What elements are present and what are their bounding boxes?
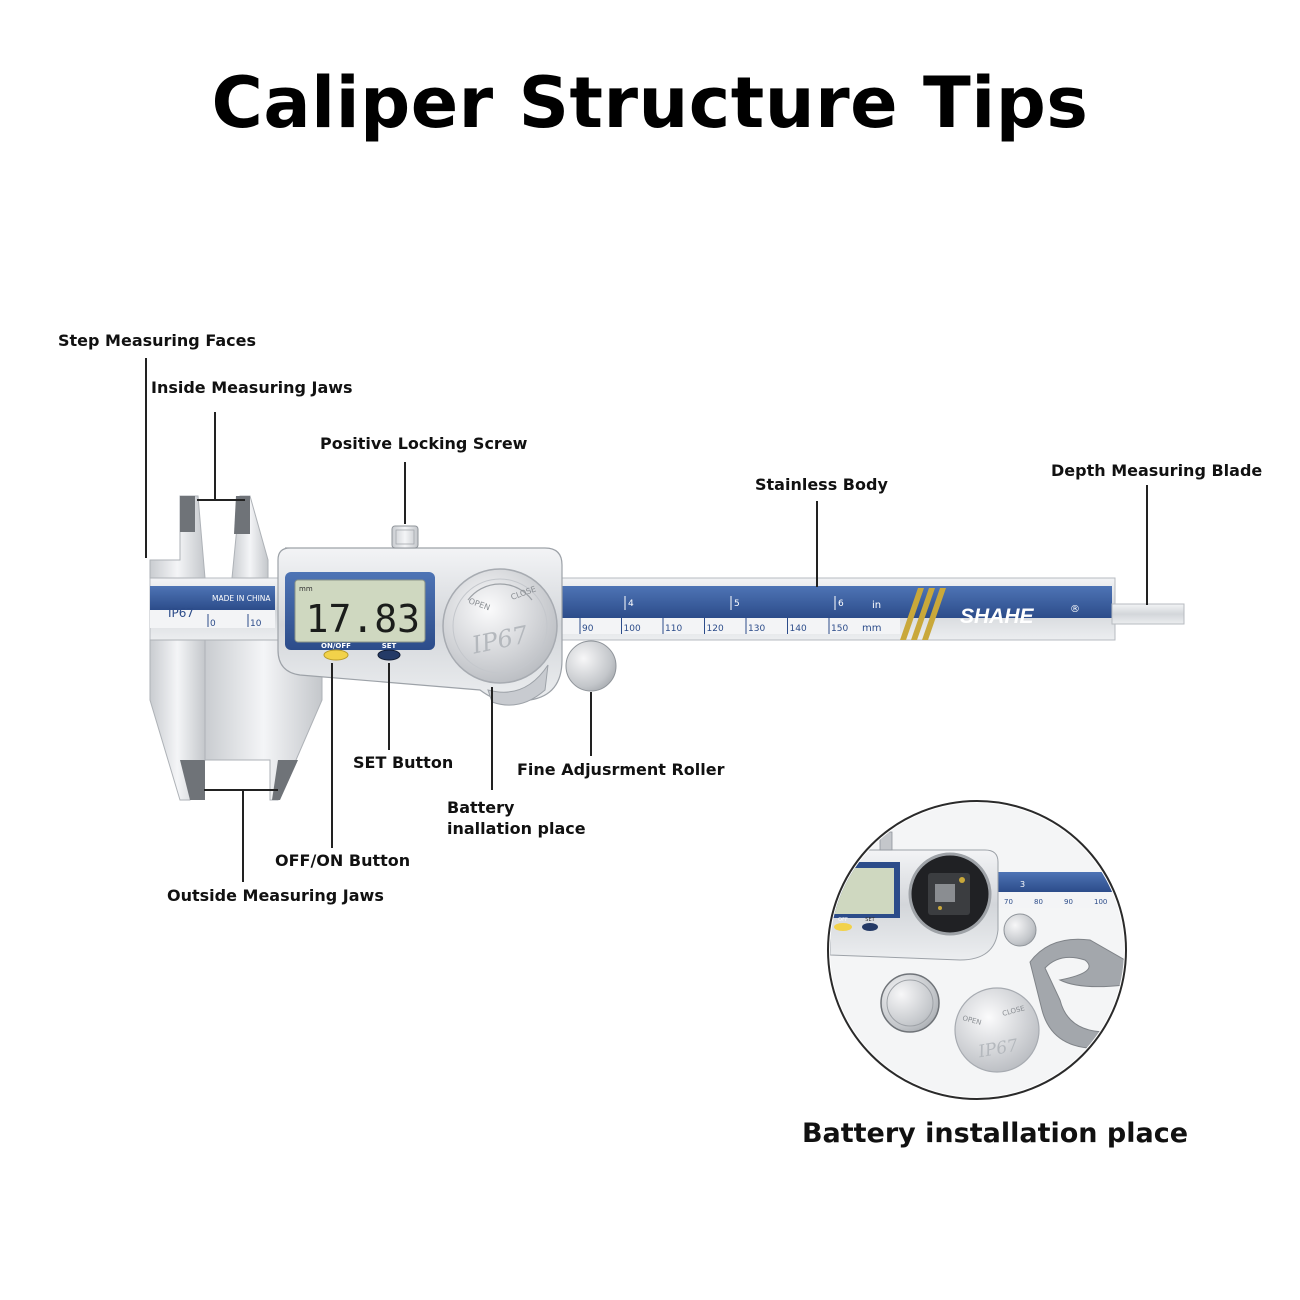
inset-onoff-label: OFF bbox=[838, 917, 848, 923]
line-outside-jaws bbox=[242, 790, 244, 882]
inch-number: 4 bbox=[628, 599, 634, 609]
inset-scale-number: 80 bbox=[1034, 898, 1043, 906]
depth-blade bbox=[1111, 603, 1185, 625]
inset-scale-number: 90 bbox=[1064, 898, 1073, 906]
inset-set-label: SET bbox=[865, 917, 875, 923]
scale-number: 140 bbox=[790, 624, 807, 634]
label-battery-line2: inallation place bbox=[447, 819, 586, 838]
coin-battery bbox=[880, 973, 940, 1033]
locking-screw bbox=[391, 525, 419, 549]
page-title: Caliper Structure Tips bbox=[211, 62, 1089, 144]
brand-logo: SHAHE bbox=[960, 605, 1035, 628]
lcd-reading: 17.83 bbox=[306, 597, 420, 641]
set-label: SET bbox=[382, 642, 397, 650]
label-depth-measuring-blade: Depth Measuring Blade bbox=[1051, 461, 1263, 480]
left-blue-band bbox=[150, 586, 275, 610]
inset-scale-number: 70 bbox=[1004, 898, 1013, 906]
set-button[interactable] bbox=[377, 649, 401, 661]
line-locking-screw bbox=[404, 462, 406, 524]
fine-adjustment-roller[interactable] bbox=[565, 640, 617, 692]
label-battery-line1: Battery bbox=[447, 798, 515, 817]
label-onoff-button: OFF/ON Button bbox=[275, 851, 411, 870]
line-outside-jaws-bar bbox=[204, 789, 278, 791]
scale-number: 120 bbox=[707, 624, 724, 634]
onoff-button[interactable] bbox=[323, 649, 349, 661]
scale-number: 100 bbox=[624, 624, 641, 634]
inset-scale-in: 3 bbox=[1020, 880, 1025, 889]
inch-number: 6 bbox=[838, 599, 844, 609]
label-set-button: SET Button bbox=[353, 753, 454, 772]
label-fine-adjustment-roller: Fine Adjusrment Roller bbox=[517, 760, 725, 779]
line-battery bbox=[491, 687, 493, 790]
label-inside-measuring-jaws: Inside Measuring Jaws bbox=[151, 378, 353, 397]
line-step-faces bbox=[145, 358, 147, 558]
scale-number: 130 bbox=[748, 624, 765, 634]
line-inside-jaws bbox=[214, 412, 216, 500]
inset-scale-number: 100 bbox=[1094, 898, 1107, 906]
scale-number: 90 bbox=[582, 624, 594, 634]
line-stainless-body bbox=[816, 501, 818, 587]
onoff-label: ON/OFF bbox=[321, 642, 351, 650]
inch-number: 5 bbox=[734, 599, 740, 609]
scale-number: 150 bbox=[831, 624, 848, 634]
right-blue-band bbox=[560, 586, 1112, 618]
lcd-screen bbox=[294, 579, 426, 643]
unit-mm: mm bbox=[862, 623, 881, 634]
battery-cover bbox=[954, 987, 1040, 1073]
slider bbox=[204, 495, 617, 801]
scale-number: 110 bbox=[665, 624, 682, 634]
battery-cover-knob[interactable] bbox=[442, 568, 558, 684]
line-onoff-button bbox=[331, 663, 333, 848]
label-stainless-body: Stainless Body bbox=[755, 475, 888, 494]
line-fine-roller bbox=[590, 692, 592, 756]
ip-rating-text: IP67 bbox=[168, 606, 194, 620]
label-outside-measuring-jaws: Outside Measuring Jaws bbox=[167, 886, 384, 905]
label-positive-locking-screw: Positive Locking Screw bbox=[320, 434, 528, 453]
fixed-jaw bbox=[149, 495, 206, 801]
made-in-text: MADE IN CHINA bbox=[212, 594, 271, 603]
line-set-button bbox=[388, 663, 390, 750]
line-depth-blade bbox=[1146, 485, 1148, 605]
brand-registered: ® bbox=[1070, 604, 1080, 615]
lcd-unit: mm bbox=[299, 585, 313, 593]
unit-in: in bbox=[872, 600, 881, 611]
scale-number: 10 bbox=[250, 619, 262, 629]
inset-caption: Battery installation place bbox=[801, 1118, 1189, 1149]
label-step-measuring-faces: Step Measuring Faces bbox=[58, 331, 256, 350]
line-inside-jaws-bar bbox=[197, 499, 245, 501]
scale-number: 0 bbox=[210, 619, 216, 629]
scale-ticks: 0 10 90 100 110 120 130 140 150 4 5 6 bbox=[207, 596, 848, 634]
